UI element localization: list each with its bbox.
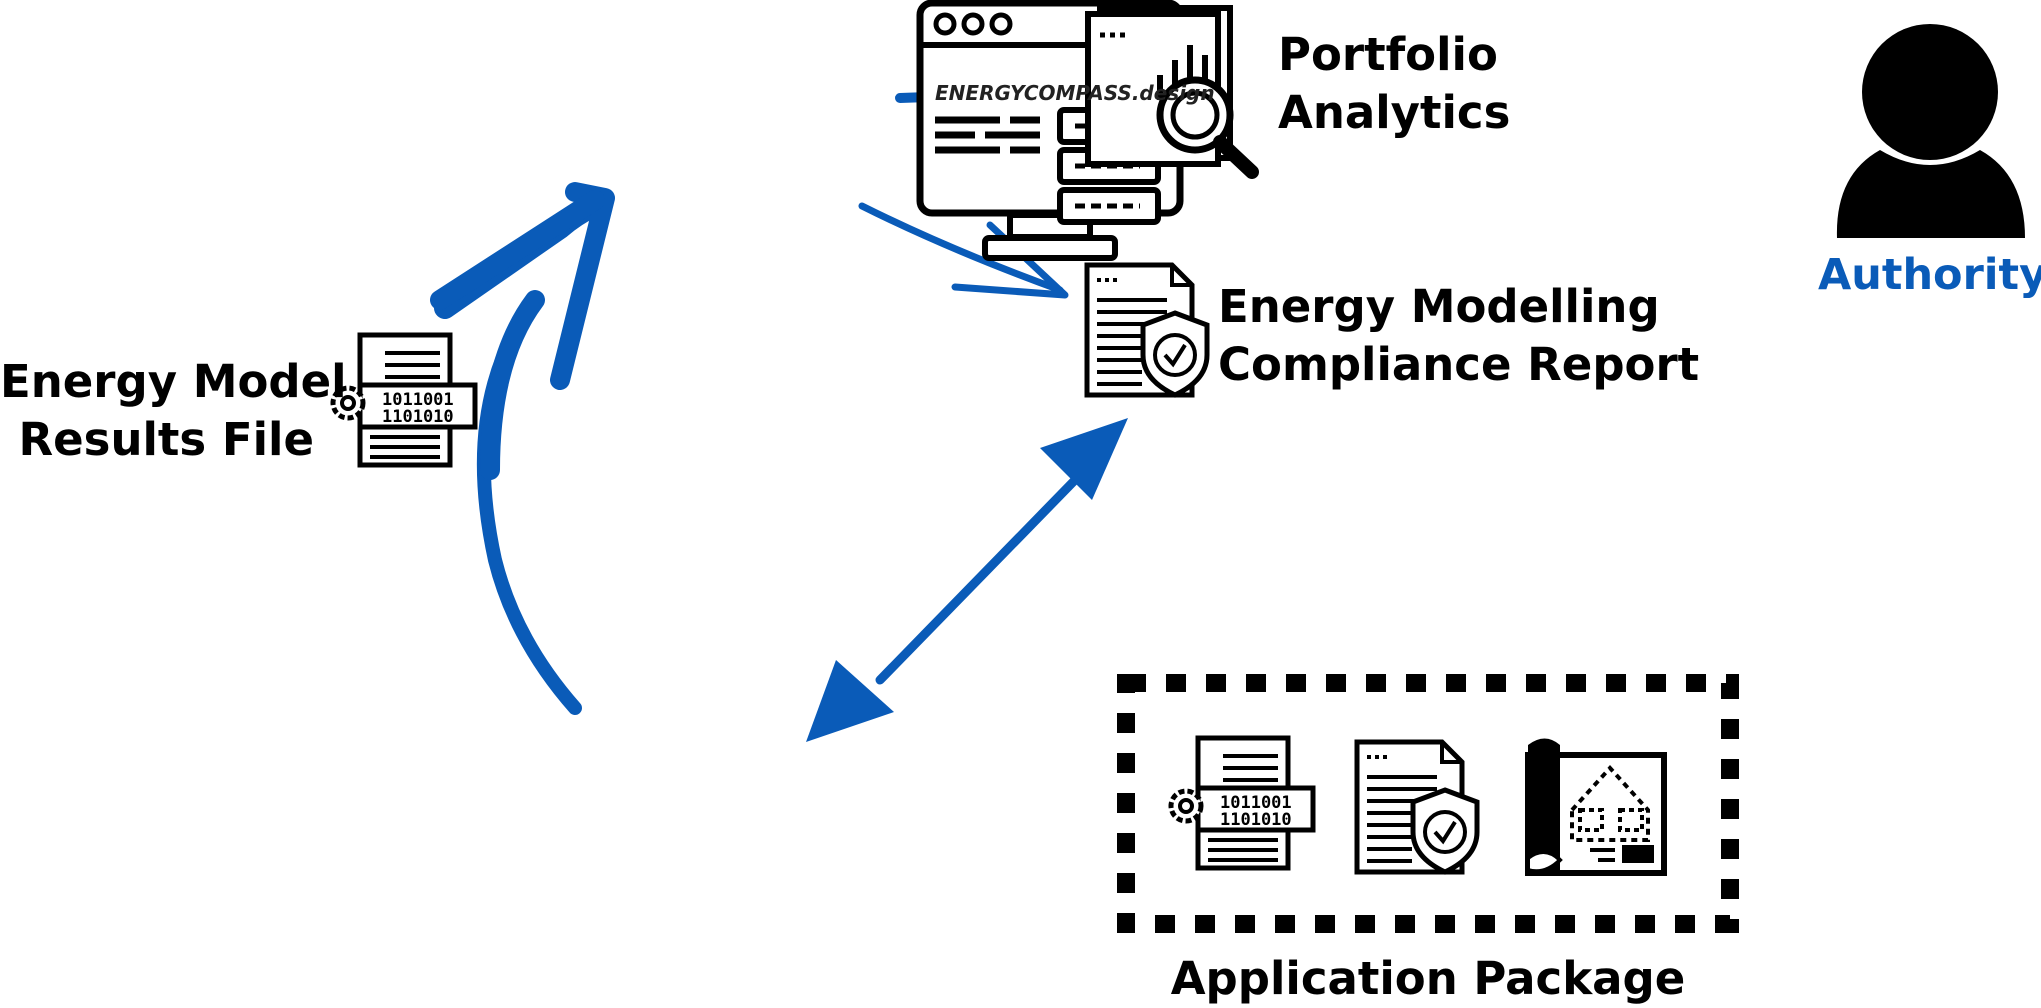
authority-label: Authority xyxy=(1818,250,2041,300)
compliance-report-line2: Compliance Report xyxy=(1218,338,1700,391)
package-compliance-report-icon xyxy=(1357,742,1477,872)
results-file-label-line2: Results File xyxy=(18,413,315,466)
arrow-bidirectional-report-package xyxy=(806,418,1128,742)
results-file-label: Energy Model Results File xyxy=(0,353,347,469)
portfolio-analytics-line2: Analytics xyxy=(1278,86,1511,139)
monitor-analytics-icon xyxy=(916,0,1259,261)
portfolio-analytics-line1: Portfolio xyxy=(1278,28,1498,81)
platform-logo: ENERGYCOMPASS.design xyxy=(935,81,1215,105)
compliance-report-line1: Energy Modelling xyxy=(1218,280,1660,333)
package-results-file-icon xyxy=(1171,738,1313,868)
person-icon xyxy=(1836,24,2025,238)
blueprint-icon xyxy=(1525,738,1667,876)
application-package-box xyxy=(1117,674,1739,933)
compliance-report-icon xyxy=(1087,265,1207,395)
application-package-label: Application Package xyxy=(1170,952,1686,1005)
compliance-report-label: Energy Modelling Compliance Report xyxy=(1218,278,1699,394)
results-file-icon xyxy=(333,335,475,465)
arrow-results-to-platform xyxy=(430,182,615,715)
results-file-label-line1: Energy Model xyxy=(0,355,347,408)
portfolio-analytics-label: Portfolio Analytics xyxy=(1278,26,1510,142)
